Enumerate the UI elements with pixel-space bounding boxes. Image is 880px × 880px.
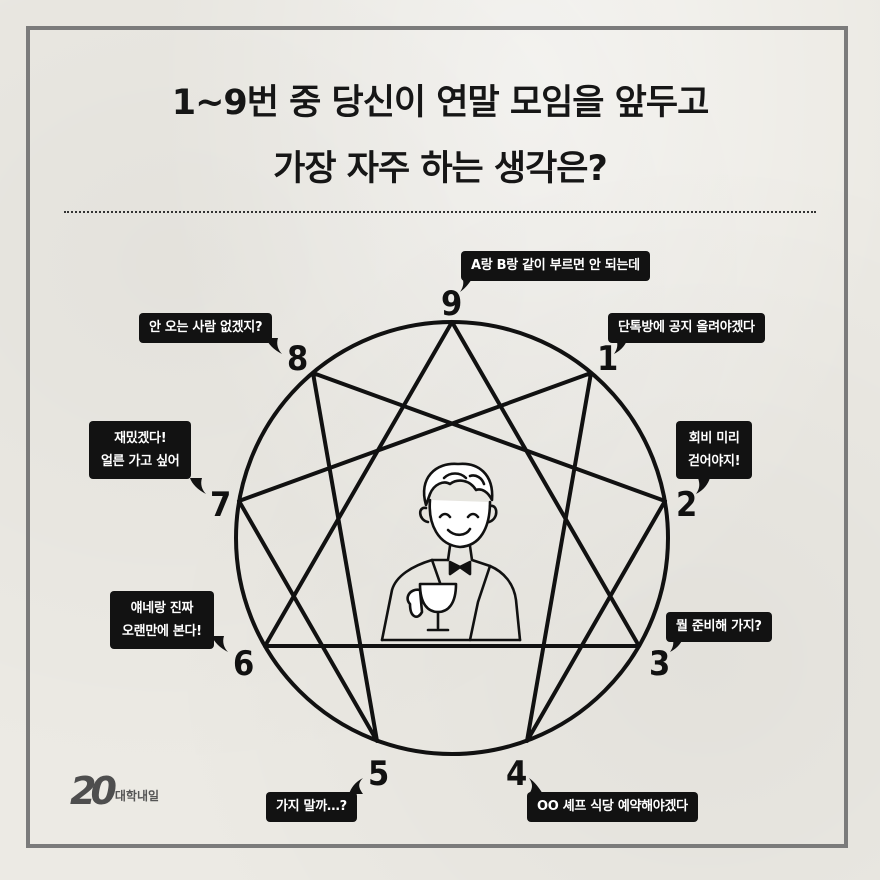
bubble-1-text: 단톡방에 공지 올려야겠다 (618, 320, 755, 335)
enneagram-hexad (237, 371, 667, 743)
bubble-7-line-1: 재밌겠다! (114, 431, 167, 446)
bubble-2-line-2: 걷어야지! (688, 454, 741, 469)
bubble-6-line-2: 오랜만에 본다! (122, 624, 202, 639)
point-number-5: 5 (368, 754, 390, 794)
bubble-6-tail (212, 636, 228, 652)
bubble-2: 회비 미리 걷어야지! (676, 421, 753, 479)
bubble-1-tail (614, 338, 628, 354)
bubble-2-line-1: 회비 미리 (688, 431, 740, 446)
page-frame (26, 26, 848, 848)
bubble-4: OO 셰프 식당 예약해야겠다 (527, 792, 698, 822)
bubble-5-tail (349, 778, 363, 794)
bubble-5: 가지 말까…? (266, 792, 357, 822)
point-number-2: 2 (676, 485, 698, 525)
bubble-8-text: 안 오는 사람 없겠지? (149, 320, 263, 335)
title-line-1: 1~9번 중 당신이 연말 모임을 앞두고 (171, 83, 710, 123)
point-number-1: 1 (597, 339, 619, 379)
waiter-illustration (380, 462, 522, 642)
bubble-7: 재밌겠다! 얼른 가고 싶어 (89, 421, 192, 479)
bubble-4-tail (529, 778, 543, 794)
bubble-9-tail (460, 276, 474, 292)
enneagram-triangle (263, 320, 641, 648)
title-line-2: 가장 자주 하는 생각은? (273, 149, 608, 189)
point-number-9: 9 (441, 284, 463, 324)
bubble-5-text: 가지 말까…? (276, 799, 347, 814)
bubble-8-tail (266, 338, 282, 354)
bubble-7-tail (190, 478, 206, 494)
point-number-8: 8 (287, 339, 309, 379)
point-number-4: 4 (506, 754, 528, 794)
bubble-4-text: OO 셰프 식당 예약해야겠다 (537, 799, 688, 814)
brand-logo: 20 대학내일 (70, 770, 159, 810)
dotted-divider (64, 211, 816, 213)
point-number-7: 7 (210, 485, 232, 525)
bubble-9-text: A랑 B랑 같이 부르면 안 되는데 (471, 258, 640, 273)
bubble-2-tail (696, 478, 710, 494)
bubble-3-tail (670, 636, 684, 652)
bubble-1: 단톡방에 공지 올려야겠다 (608, 313, 765, 343)
point-number-3: 3 (649, 644, 671, 684)
bubble-6-line-1: 얘네랑 진짜 (130, 601, 194, 616)
logo-mark: 20 (70, 769, 117, 813)
bubble-8: 안 오는 사람 없겠지? (139, 313, 273, 343)
bubble-9: A랑 B랑 같이 부르면 안 되는데 (461, 251, 650, 281)
bubble-7-line-2: 얼른 가고 싶어 (101, 454, 180, 469)
logo-name: 대학내일 (114, 789, 160, 803)
bubble-6: 얘네랑 진짜 오랜만에 본다! (110, 591, 214, 649)
point-number-6: 6 (233, 644, 255, 684)
bubble-3-text: 뭘 준비해 가지? (676, 619, 762, 634)
